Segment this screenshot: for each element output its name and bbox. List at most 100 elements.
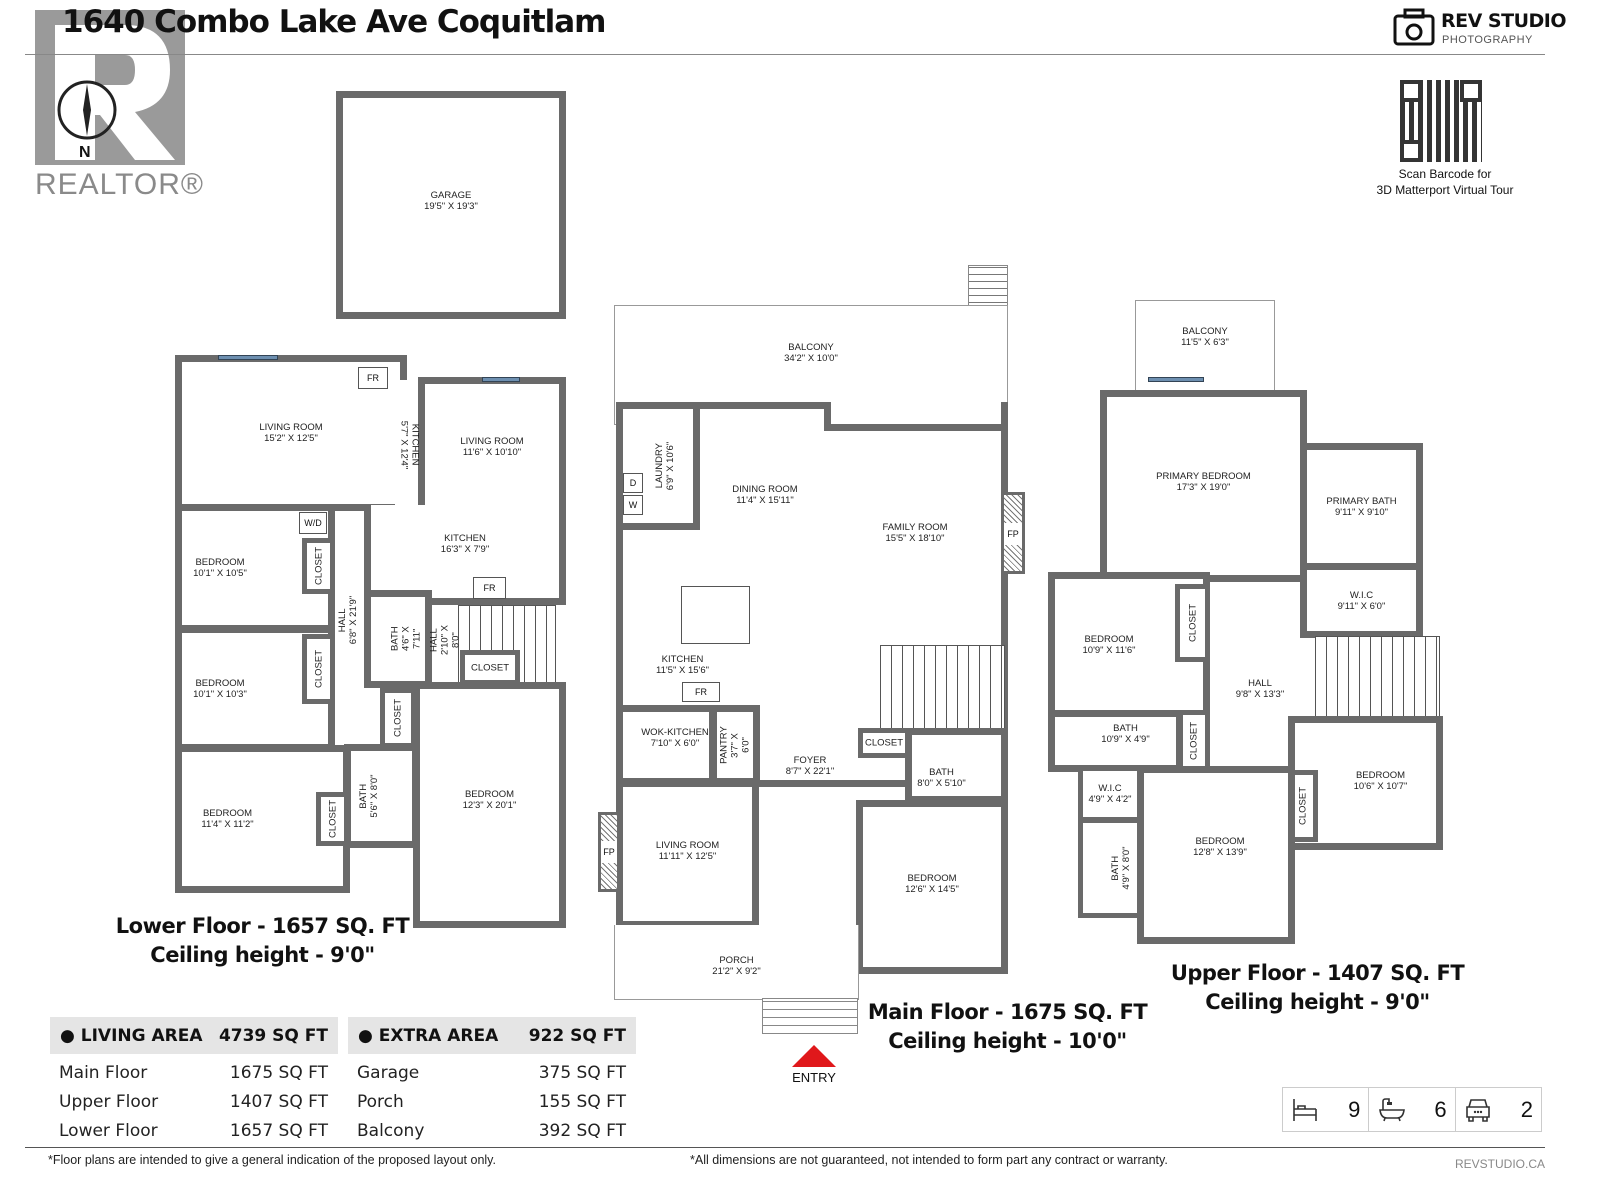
room-name: BATH: [1109, 855, 1121, 881]
room-name: BATH: [1113, 722, 1138, 734]
closet: CLOSET: [1175, 584, 1210, 662]
window: [1148, 377, 1204, 382]
room-dim: 34'2" x 10'0": [784, 353, 838, 365]
main-stairs-top: [968, 265, 1008, 310]
room-name: BEDROOM: [1355, 769, 1406, 781]
floor-title: Upper Floor - 1407 SQ. FT: [1170, 961, 1465, 985]
property-stats: 9 6 2: [1282, 1087, 1542, 1132]
room-dim: 11'5" x 15'6": [656, 665, 709, 676]
page-title: 1640 Combo Lake Ave Coquitlam: [62, 4, 606, 40]
floor-ceiling: Ceiling height - 9'0": [150, 943, 375, 967]
room-dim: 21'2" x 9'2": [712, 965, 761, 977]
room-name: BALCONY: [1182, 325, 1228, 337]
footer-divider: [25, 1147, 1545, 1148]
room-name: BEDROOM: [464, 789, 515, 801]
row-value: 1407 SQ FT: [229, 1092, 328, 1112]
garage-count: 2: [1520, 1096, 1533, 1122]
table-row: Upper Floor 1407 SQ FT: [50, 1083, 338, 1112]
room-name: PORCH: [719, 954, 754, 966]
room-name: BATH: [358, 783, 370, 809]
stat-garage: 2: [1456, 1088, 1541, 1131]
upper-wic-2: W.I.C4'9" x 4'2": [1078, 766, 1142, 822]
closet: CLOSET: [858, 728, 910, 758]
room-name: LAUNDRY: [654, 443, 665, 489]
entry-label: ENTRY: [792, 1070, 836, 1085]
row-name: Balcony: [357, 1121, 425, 1141]
footer-site[interactable]: REVSTUDIO.CA: [1455, 1157, 1546, 1171]
fridge: FR: [358, 367, 388, 389]
room-dim: 4'9" x 4'2": [1088, 794, 1132, 805]
room-dim: 7'10" x 6'0": [650, 738, 700, 750]
room-name: BEDROOM: [1084, 633, 1134, 645]
room-name: BALCONY: [788, 342, 834, 354]
room-dim: 10'1" x 10'3": [193, 688, 247, 700]
room-dim: 11'5" x 6'3": [1181, 336, 1229, 348]
row-name: Upper Floor: [59, 1092, 159, 1112]
room-name: FOYER: [793, 755, 827, 766]
row-value: 155 SQ FT: [538, 1092, 626, 1112]
upper-wic: W.I.C9'11" x 6'0": [1300, 563, 1423, 638]
wall: [824, 424, 1008, 431]
room-dim: 9'11" x 6'0": [1337, 600, 1386, 612]
room-dim: 9'11" x 9'10": [1335, 506, 1388, 518]
room-name: PRIMARY BATH: [1326, 495, 1397, 507]
extra-area-label: ● EXTRA AREA: [358, 1025, 499, 1046]
room-name: BEDROOM: [1195, 835, 1245, 847]
stairs: [1315, 636, 1440, 720]
qr-code[interactable]: [1400, 80, 1482, 162]
room-dim: 12'6" x 14'5": [905, 883, 959, 895]
room-dim: 10'6" x 10'7": [1353, 780, 1408, 792]
realtor-logo: N REALTOR®: [35, 10, 203, 205]
room-name: BEDROOM: [195, 677, 245, 689]
row-value: 1657 SQ FT: [229, 1121, 328, 1141]
row-name: Porch: [357, 1092, 404, 1112]
footer-note-right: *All dimensions are not guaranteed, not …: [690, 1153, 1168, 1167]
fireplace: FP: [1001, 492, 1025, 574]
stairs: [880, 645, 1005, 730]
room-dim: 12'3" x 20'1": [462, 800, 517, 812]
room-name: BEDROOM: [195, 557, 245, 568]
brand-name: REV STUDIO: [1441, 10, 1567, 32]
room-dim: 8'7" x 22'1": [785, 766, 835, 777]
room-name: W.I.C: [1349, 589, 1374, 601]
floor-title: Main Floor - 1675 SQ. FT: [867, 1000, 1148, 1024]
room-dim: 16'3" x 7'9": [440, 544, 490, 556]
main-floor-label: Main Floor - 1675 SQ. FT Ceiling height …: [845, 998, 1170, 1056]
window: [218, 355, 278, 360]
extra-area-label-text: EXTRA AREA: [378, 1025, 499, 1046]
room-name: KITCHEN: [409, 424, 421, 466]
room-name: LIVING ROOM: [259, 422, 323, 433]
room-name: KITCHEN: [444, 533, 486, 545]
fireplace: FP: [598, 812, 620, 892]
room-name: LIVING ROOM: [655, 840, 720, 852]
room-name: DINING ROOM: [732, 484, 798, 495]
room-dim: 19'5" x 19'3": [424, 200, 478, 212]
room-dim: 12'8" x 13'9": [1193, 846, 1247, 858]
washer: W: [623, 495, 643, 515]
room-name: BEDROOM: [907, 872, 957, 884]
room-dim: 5'7" x 12'4": [398, 420, 410, 470]
table-row: Porch 155 SQ FT: [348, 1083, 636, 1112]
bathrooms-count: 6: [1434, 1096, 1447, 1122]
closet: CLOSET: [380, 688, 416, 748]
room-name: BATH: [929, 766, 954, 778]
living-area-total: 4739 SQ FT: [218, 1025, 328, 1046]
realtor-text: REALTOR®: [35, 168, 205, 201]
